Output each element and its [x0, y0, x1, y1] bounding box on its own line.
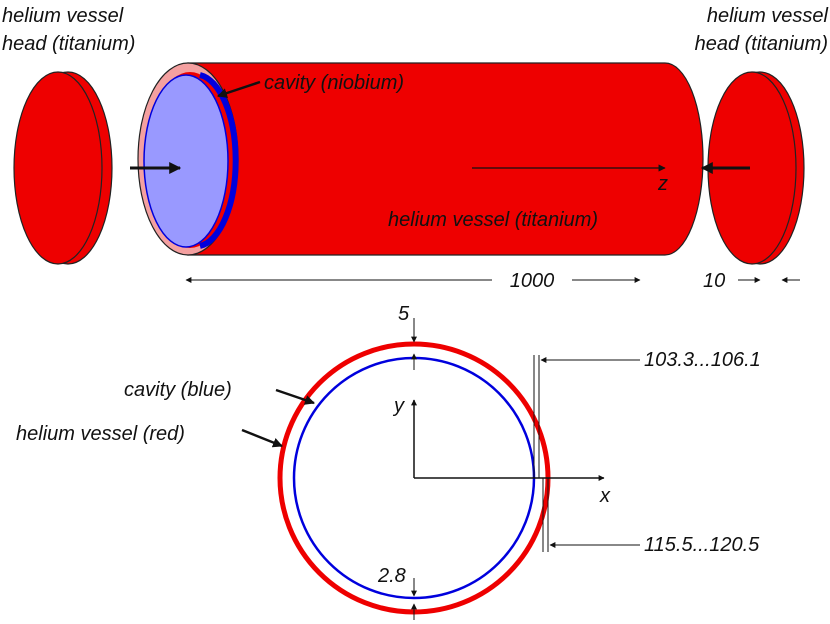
head-right-label-line2: head (titanium) — [695, 33, 828, 55]
vessel-red-pointer-arrow-icon — [241, 428, 283, 448]
cavity-blue-label: cavity (blue) — [124, 379, 232, 401]
y-axis-label: y — [392, 395, 405, 417]
head-left-label-line2: head (titanium) — [2, 33, 135, 55]
dim-inner-radius-label: 103.3...106.1 — [644, 349, 761, 371]
cavity-niobium-label: cavity (niobium) — [264, 72, 404, 94]
head-right-label-line1: helium vessel — [707, 5, 829, 27]
dim-5-label: 5 — [398, 303, 410, 325]
cavity-pointer-arrow-icon — [217, 80, 261, 98]
cross-section — [277, 341, 605, 615]
dim-outer-radius-label: 115.5...120.5 — [644, 534, 760, 556]
cavity-blue-pointer-arrow-icon — [275, 388, 315, 405]
x-axis-label: x — [599, 485, 611, 507]
dim-2-8-label: 2.8 — [377, 565, 406, 587]
vessel-red-label: helium vessel (red) — [16, 423, 185, 445]
left-head-disk — [13, 71, 113, 265]
right-head-disk — [707, 71, 805, 265]
vessel-titanium-label: helium vessel (titanium) — [388, 209, 598, 231]
thickness-10-label: 10 — [703, 270, 725, 292]
z-axis-label: z — [657, 173, 668, 195]
length-1000-label: 1000 — [510, 270, 555, 292]
head-left-label-line1: helium vessel — [2, 5, 124, 27]
